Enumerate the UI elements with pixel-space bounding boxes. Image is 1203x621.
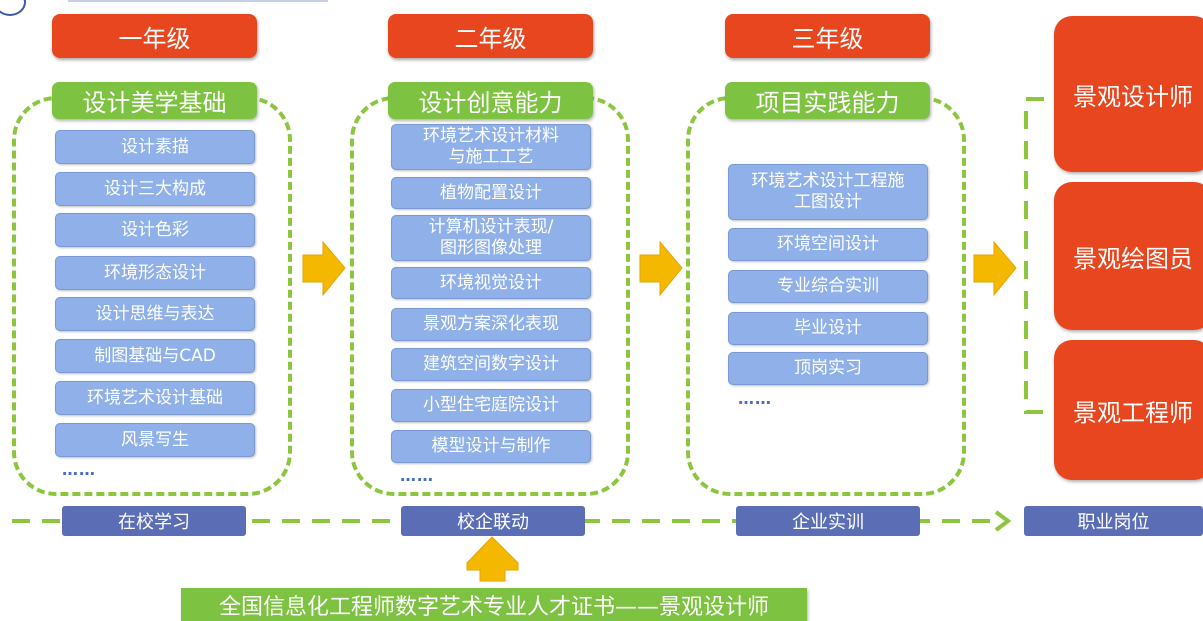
course-item: 环境艺术设计工程施 工图设计 [728,164,928,220]
arrow-right-icon [302,240,346,297]
arrow-right-icon [639,240,683,297]
arrow-right-icon [973,240,1017,297]
arrow-up-icon [466,536,519,582]
stage-school-study: 在校学习 [62,506,246,536]
category-design-creativity: 设计创意能力 [388,82,593,119]
course-item: 专业综合实训 [728,270,928,303]
job-landscape-designer: 景观设计师 [1054,16,1203,172]
course-item: 环境空间设计 [728,228,928,261]
course-item: 设计色彩 [55,213,255,247]
course-item: 毕业设计 [728,312,928,345]
jobs-bracket [1024,97,1044,414]
more-ellipsis: …… [62,460,96,479]
course-item: 植物配置设计 [391,177,591,209]
stage-school-enterprise: 校企联动 [401,506,585,536]
stage-career-position: 职业岗位 [1024,506,1203,536]
course-item: 环境艺术设计材料 与施工工艺 [391,124,591,170]
course-item: 模型设计与制作 [391,430,591,463]
timeline-arrowhead [994,510,1012,532]
more-ellipsis: …… [738,389,772,408]
stage-enterprise-training: 企业实训 [736,506,920,536]
course-item: 设计素描 [55,130,255,164]
grade-3-header: 三年级 [725,14,930,58]
course-item: 风景写生 [55,423,255,457]
course-item: 设计三大构成 [55,172,255,206]
grade-1-header: 一年级 [52,14,257,58]
job-landscape-draftsman: 景观绘图员 [1054,182,1203,330]
course-item: 环境形态设计 [55,256,255,290]
course-item: 计算机设计表现/ 图形图像处理 [391,215,591,261]
certificate-banner: 全国信息化工程师数字艺术专业人才证书——景观设计师 [181,588,807,621]
course-item: 小型住宅庭院设计 [391,389,591,422]
header-text [68,0,328,2]
job-landscape-engineer: 景观工程师 [1054,340,1203,480]
course-item: 建筑空间数字设计 [391,348,591,381]
more-ellipsis: …… [400,466,434,485]
course-item: 环境视觉设计 [391,267,591,299]
course-item: 设计思维与表达 [55,297,255,331]
course-item: 景观方案深化表现 [391,308,591,341]
course-item: 顶岗实习 [728,352,928,385]
grade-2-header: 二年级 [388,14,593,58]
course-item: 制图基础与CAD [55,339,255,373]
category-design-aesthetics: 设计美学基础 [52,82,257,119]
category-project-practice: 项目实践能力 [725,82,930,119]
course-item: 环境艺术设计基础 [55,381,255,415]
